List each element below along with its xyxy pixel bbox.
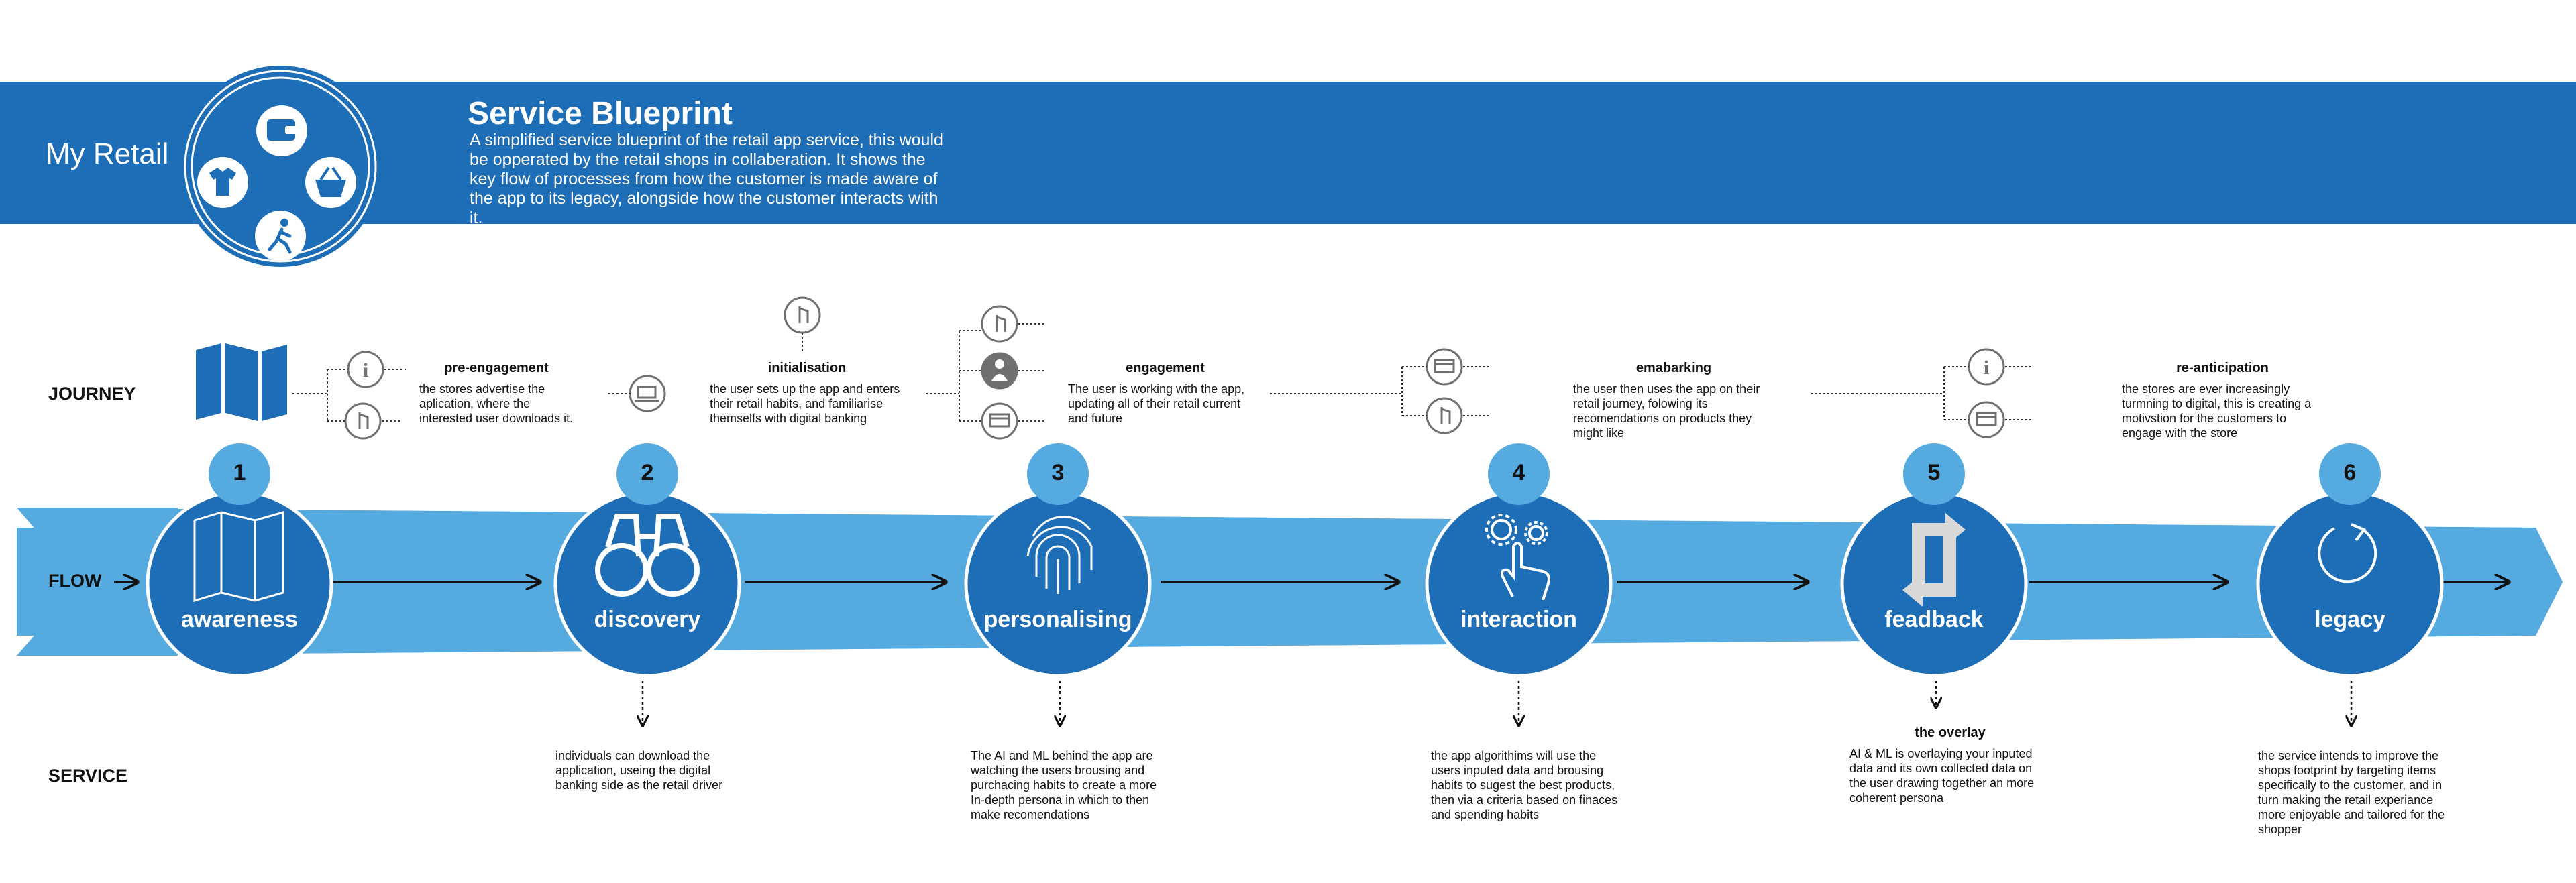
binoculars-icon — [595, 514, 700, 597]
tap-icon — [981, 305, 1018, 343]
journey-step-title: re-anticipation — [2176, 361, 2269, 375]
shopping-basket-icon — [305, 157, 356, 208]
stage-number: 2 — [641, 460, 654, 485]
stage-5 — [1840, 443, 2028, 678]
blueprint-description: A simplified service blueprint of the re… — [470, 131, 943, 227]
store-icon — [981, 402, 1018, 440]
stage-label: feadback — [1884, 607, 1984, 632]
row-label-service: SERVICE — [48, 766, 128, 786]
header-band — [0, 82, 2576, 224]
journey-step-text: the user sets up the app and enters thei… — [710, 382, 900, 425]
stage-label: discovery — [594, 607, 701, 632]
tap-icon — [784, 296, 821, 334]
person-icon — [981, 352, 1018, 390]
stage-1 — [146, 443, 333, 678]
journey-map-icon — [196, 343, 287, 421]
journey-step-1: pre-engagement the stores advertise the … — [419, 361, 574, 426]
journey-step-3: engagement The user is working with the … — [1068, 361, 1263, 426]
stage-number: 5 — [1927, 460, 1941, 485]
map-icon — [193, 511, 284, 603]
service-step-1: individuals can download the application… — [555, 749, 723, 792]
refresh-icon — [1902, 513, 1966, 607]
tap-icon — [344, 402, 382, 440]
wallet-icon — [256, 105, 307, 156]
stage-label: legacy — [2314, 607, 2385, 632]
stage-6 — [2256, 443, 2444, 678]
journey-step-2: initialisation the user sets up the app … — [710, 361, 904, 426]
row-label-flow: FLOW — [48, 571, 102, 591]
store-icon — [1968, 401, 2005, 438]
journey-step-text: the stores are ever increasingly turmnin… — [2122, 382, 2312, 440]
service-step-3: the app algorithims will use the users i… — [1431, 749, 1618, 821]
service-step-text: AI & ML is overlaying your inputed data … — [1849, 747, 2035, 805]
journey-step-text: the user then uses the app on their reta… — [1573, 382, 1760, 440]
stage-number: 6 — [2343, 460, 2357, 485]
journey-step-title: initialisation — [767, 361, 847, 375]
service-step-5: the service intends to improve the shops… — [2258, 749, 2445, 836]
info-icon: i — [1968, 348, 2005, 386]
circular-arrow-icon — [2318, 523, 2377, 583]
running-person-icon — [255, 211, 306, 261]
stage-2 — [553, 443, 741, 678]
svg-text:i: i — [1984, 357, 1989, 379]
info-icon: i — [347, 351, 384, 388]
journey-connectors — [292, 323, 2031, 422]
brand-name: My Retail — [46, 137, 169, 170]
blueprint-title: Service Blueprint — [468, 96, 733, 131]
laptop-icon — [629, 375, 666, 412]
svg-text:i: i — [363, 359, 368, 381]
touchpoint-icons: i i — [344, 296, 2005, 440]
store-icon — [1426, 348, 1463, 386]
journey-step-4: emabarking the user then uses the app on… — [1573, 361, 1774, 440]
stage-label: interaction — [1460, 607, 1577, 632]
fingerprint-icon — [1026, 516, 1093, 594]
journey-step-title: emabarking — [1635, 361, 1712, 375]
stage-number: 3 — [1051, 460, 1065, 485]
journey-step-title: engagement — [1126, 361, 1205, 375]
stage-4 — [1425, 443, 1613, 678]
row-label-journey: JOURNEY — [48, 384, 136, 404]
stage-label: awareness — [181, 607, 298, 632]
service-step-4: the overlay AI & ML is overlaying your i… — [1849, 725, 2051, 805]
stage-label: personalising — [983, 607, 1132, 632]
logo-medallion — [180, 66, 381, 267]
gear-touch-icon — [1485, 514, 1550, 601]
journey-step-title: pre-engagement — [444, 361, 549, 375]
service-step-title: the overlay — [1915, 725, 1986, 740]
stage-number: 1 — [233, 460, 246, 485]
stage-number: 4 — [1512, 460, 1525, 485]
service-connectors — [643, 681, 2351, 725]
journey-step-text: The user is working with the app, updati… — [1068, 382, 1245, 425]
service-step-2: The AI and ML behind the app are watchin… — [971, 749, 1157, 821]
journey-step-text: the stores advertise the aplication, whe… — [419, 382, 574, 425]
tap-icon — [1426, 397, 1463, 434]
shirt-icon — [197, 157, 248, 208]
journey-step-5: re-anticipation the stores are ever incr… — [2122, 361, 2323, 440]
stage-3 — [964, 443, 1152, 678]
